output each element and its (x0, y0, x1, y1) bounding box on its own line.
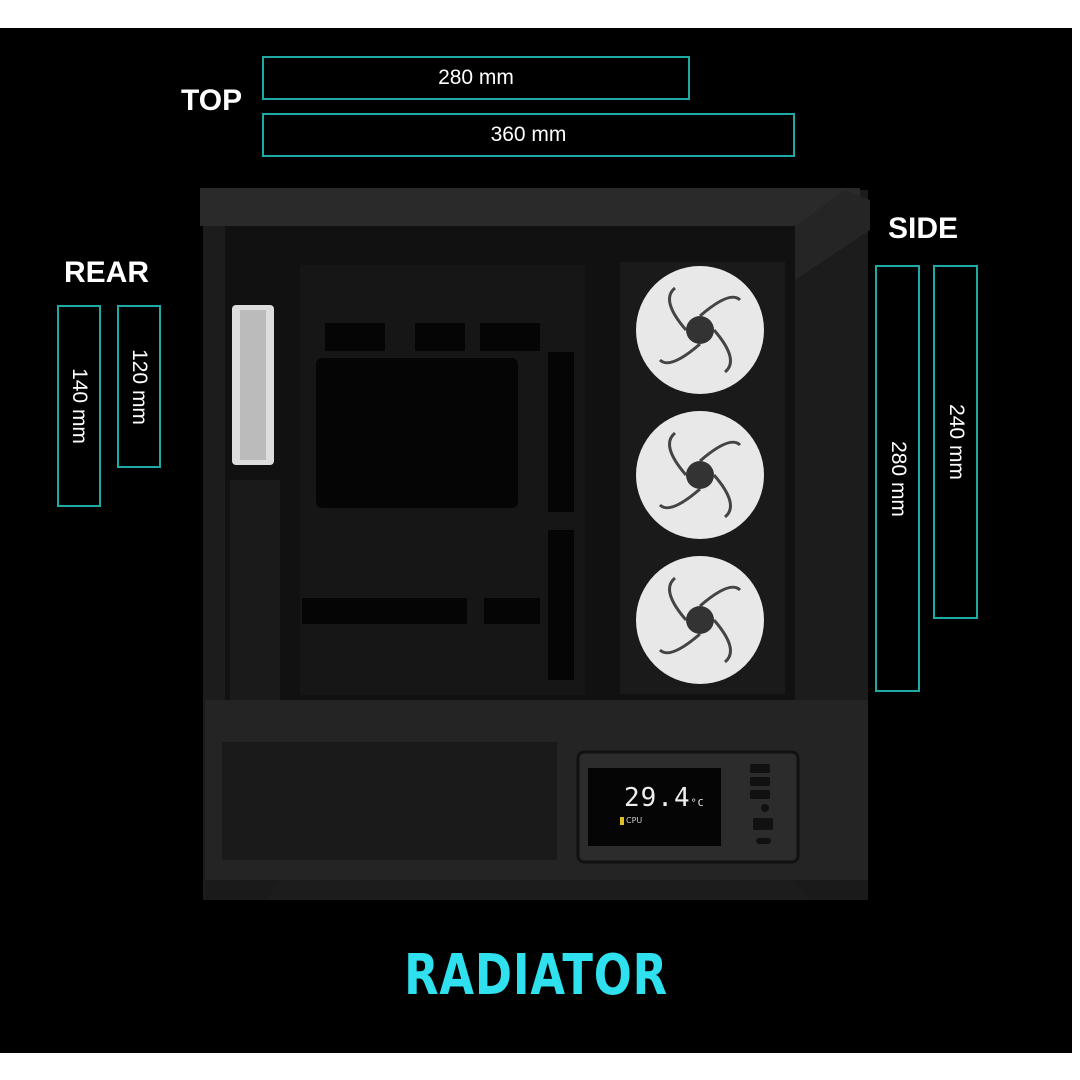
front-mesh (222, 742, 557, 860)
top-label: TOP (181, 84, 243, 117)
case-top-panel (200, 188, 860, 226)
radiator-title: RADIATOR (404, 943, 668, 1008)
top-280mm-box: 280 mm (262, 56, 690, 100)
top-360mm-box: 360 mm (262, 113, 795, 157)
temperature-value: 29.4 (624, 783, 691, 813)
rear-label: REAR (64, 256, 150, 289)
side-240mm-box: 240 mm (933, 265, 978, 619)
rear-120mm-box: 120 mm (117, 305, 161, 468)
side-240mm-text: 240 mm (944, 404, 968, 480)
temperature-unit: °C (690, 798, 705, 809)
lcd-sensor-label: CPU (620, 816, 642, 825)
side-fans (636, 266, 764, 684)
side-label: SIDE (888, 212, 959, 245)
side-280mm-text: 280 mm (886, 440, 910, 517)
lcd-screen (588, 768, 721, 846)
side-280mm-box: 280 mm (875, 265, 920, 692)
rear-140mm-box: 140 mm (57, 305, 101, 507)
rear-120mm-text: 120 mm (128, 348, 152, 425)
pci-slots (230, 480, 280, 700)
lcd-temperature: 29.4°C (624, 783, 705, 813)
rear-140mm-text: 140 mm (68, 368, 92, 444)
